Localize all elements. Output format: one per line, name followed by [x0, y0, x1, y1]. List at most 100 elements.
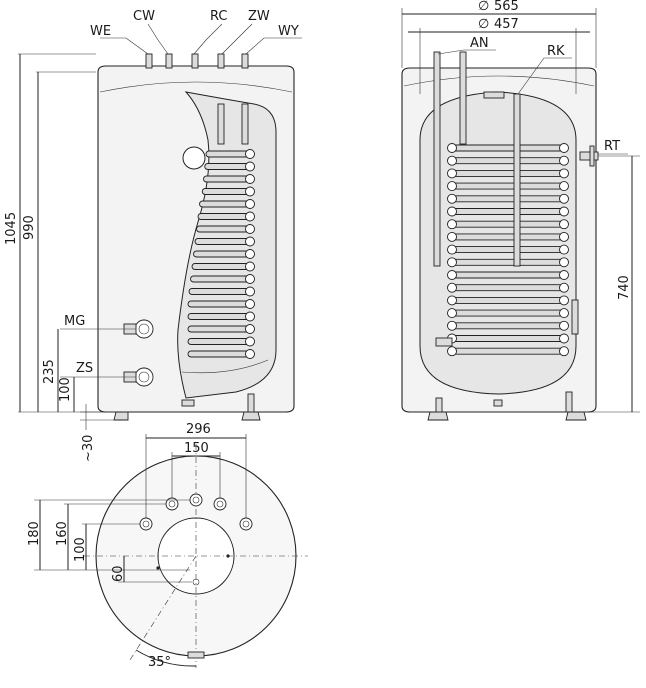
dia-symbol-inner: ∅ — [478, 17, 489, 32]
coil-tube — [451, 309, 565, 317]
coil-tube — [196, 225, 251, 233]
pipe-zw — [217, 53, 225, 69]
coil-tube — [197, 213, 251, 220]
coil-tube — [190, 275, 251, 283]
coil-tube — [203, 175, 251, 183]
label-zw: ZW — [248, 9, 270, 24]
coil-turn — [447, 257, 457, 268]
coil-tube — [451, 220, 565, 228]
coil-turn — [245, 261, 255, 272]
sensor-sleeve — [513, 93, 521, 267]
dim-1045: 1045 — [4, 212, 19, 245]
front-top-pipes — [145, 53, 249, 145]
side-view: ∅ 565 ∅ 457 AN RK RT 740 — [401, 0, 640, 421]
coil-turn — [245, 274, 255, 284]
dim-296: 296 — [186, 422, 211, 437]
coil-tube — [205, 150, 251, 158]
coil-tube — [187, 350, 251, 358]
coil-turn — [447, 168, 457, 179]
coil-turn — [245, 349, 255, 359]
coil-turn — [559, 346, 569, 357]
coil-turn — [447, 320, 457, 331]
coil-tube — [451, 208, 565, 215]
coil-turn — [559, 244, 569, 255]
label-an: AN — [470, 36, 489, 51]
coil-turn — [447, 282, 457, 293]
dim-100: 100 — [58, 377, 73, 402]
front-view: WE CW RC ZW WY MG ZS 1045 990 235 100 ~3… — [4, 9, 302, 462]
pipe-zw-inner — [217, 103, 225, 145]
coil-turn — [559, 219, 569, 230]
coil-turn — [245, 324, 255, 334]
coil-turn — [559, 282, 569, 293]
coil-tube — [204, 163, 251, 170]
coil-turn — [447, 193, 457, 204]
dim-150: 150 — [184, 441, 209, 456]
coil-turn — [245, 236, 255, 247]
coil-tube — [201, 188, 251, 195]
pipe-wy — [241, 53, 249, 69]
inspection-hole — [182, 146, 206, 170]
coil-turn — [447, 270, 457, 280]
dim-100-top: 100 — [73, 537, 88, 562]
coil-tube — [451, 296, 565, 304]
coil-turn — [559, 308, 569, 319]
angle-arc — [135, 649, 197, 667]
coil-turn — [447, 143, 457, 153]
label-rk: RK — [547, 44, 565, 59]
coil-turn — [245, 224, 255, 234]
coil-tube — [194, 238, 251, 245]
coil-tube — [188, 288, 251, 295]
label-zs: ZS — [76, 361, 93, 376]
tank-front-top-shell — [99, 81, 293, 93]
coil-turn — [245, 311, 255, 322]
side-coil — [447, 143, 569, 357]
coil-tube — [451, 144, 565, 152]
coil-turn — [559, 295, 569, 306]
label-we: WE — [90, 24, 111, 39]
coil-turn — [245, 149, 255, 159]
dim-990: 990 — [22, 215, 37, 240]
front-foot-left — [113, 411, 129, 421]
coil-tube — [187, 338, 251, 345]
top-view: 296 150 180 160 100 60 35° — [27, 422, 308, 670]
coil-turn — [559, 168, 569, 179]
coil-turn — [447, 244, 457, 255]
coil-turn — [245, 186, 255, 197]
dim-180: 180 — [27, 521, 42, 546]
label-mg: MG — [64, 314, 85, 329]
coil-turn — [559, 181, 569, 192]
coil-turn — [559, 193, 569, 204]
coil-turn — [447, 155, 457, 166]
coil-tube — [451, 233, 565, 241]
coil-turn — [245, 286, 255, 297]
front-coil — [187, 149, 255, 359]
anode-rod — [433, 51, 441, 267]
coil-tube — [191, 263, 251, 270]
coil-tube — [451, 335, 565, 342]
dia-symbol-outer: ∅ — [478, 0, 489, 14]
pipe-rc — [191, 53, 199, 69]
label-cw: CW — [133, 9, 155, 24]
coil-turn — [559, 333, 569, 344]
dim-60: 60 — [111, 565, 126, 582]
coil-turn — [447, 206, 457, 217]
dim-457: 457 — [494, 17, 519, 32]
coil-turn — [559, 143, 569, 153]
coil-turn — [245, 161, 255, 172]
coil-tube — [187, 300, 251, 308]
coil-turn — [245, 299, 255, 309]
coil-turn — [447, 231, 457, 242]
coil-turn — [447, 346, 457, 357]
coil-turn — [245, 211, 255, 222]
coil-turn — [245, 174, 255, 184]
coil-tube — [451, 157, 565, 165]
coil-tube — [451, 322, 565, 330]
coil-tube — [451, 169, 565, 177]
coil-tube — [199, 200, 251, 208]
dim-565: 565 — [494, 0, 519, 14]
label-rc: RC — [210, 9, 227, 24]
coil-tube — [451, 258, 565, 266]
coil-turn — [559, 270, 569, 280]
